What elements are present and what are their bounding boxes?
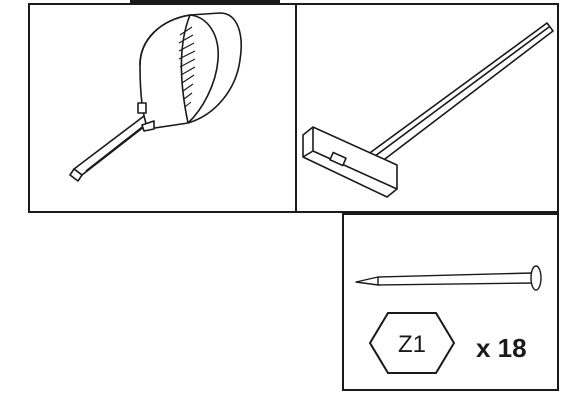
tape-measure-icon bbox=[69, 12, 242, 182]
nail-icon bbox=[355, 265, 542, 291]
nail-panel: Z1 x 18 bbox=[342, 213, 559, 391]
hammer-panel bbox=[295, 3, 559, 213]
quantity-label: x 18 bbox=[476, 333, 527, 363]
top-edge-line bbox=[130, 0, 280, 3]
tape-measure-panel bbox=[28, 3, 298, 213]
part-code-label: Z1 bbox=[398, 331, 426, 358]
hammer-icon bbox=[302, 22, 554, 198]
part-code-hexagon: Z1 bbox=[368, 312, 456, 374]
